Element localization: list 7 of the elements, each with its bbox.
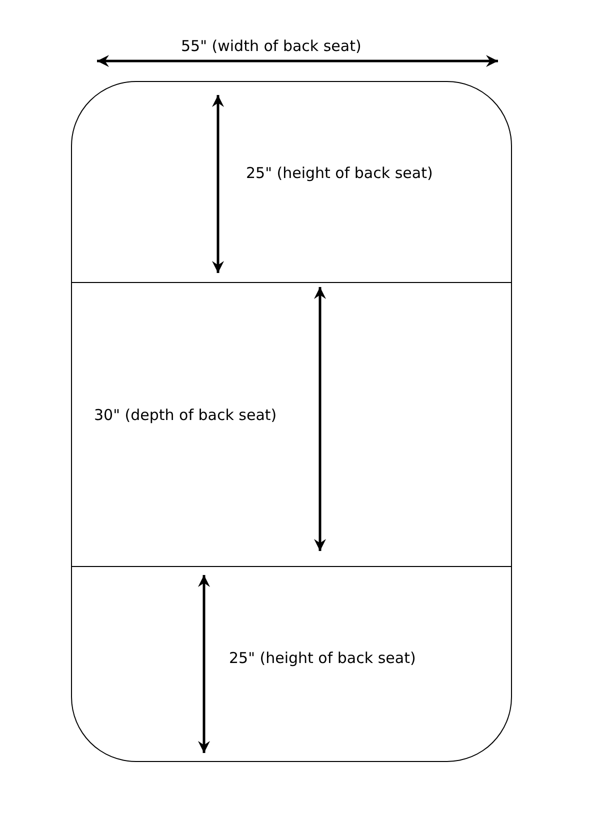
dimension-label: 30" (depth of back seat) [94, 406, 277, 424]
dimension-label: 25" (height of back seat) [246, 164, 433, 182]
dimension-label: 55" (width of back seat) [181, 37, 362, 55]
seat-section [71, 81, 512, 283]
seat-section [71, 566, 512, 762]
seat-section [71, 282, 512, 567]
dimension-label: 25" (height of back seat) [229, 649, 416, 667]
